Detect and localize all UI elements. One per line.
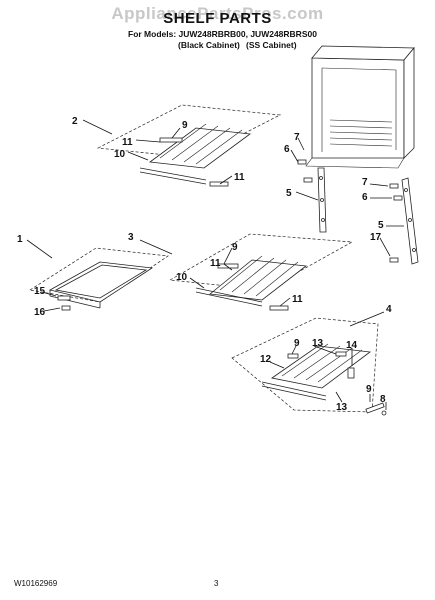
callout-6: 6 bbox=[284, 144, 290, 155]
callout-shelf-4: 4 bbox=[386, 304, 392, 315]
cabinet-ss-label: (SS Cabinet) bbox=[246, 40, 297, 50]
shelf-2-assembly bbox=[96, 104, 282, 187]
bracket-5-right bbox=[389, 177, 419, 265]
callout-9: 9 bbox=[366, 384, 372, 395]
callout-12: 12 bbox=[260, 354, 272, 365]
cabinet-black-label: (Black Cabinet) bbox=[178, 40, 240, 50]
callout-7: 7 bbox=[362, 177, 368, 188]
callout-10: 10 bbox=[114, 149, 126, 160]
callout-labels: 2 11 9 10 11 6 7 5 7 6 5 17 1 15 16 3 9 … bbox=[17, 116, 392, 413]
callout-17: 17 bbox=[370, 232, 382, 243]
hinge-pin-part bbox=[365, 402, 387, 416]
callout-shelf-2: 2 bbox=[72, 116, 78, 127]
models-line: For Models: JUW248RBRB00, JUW248RBRS00 bbox=[128, 29, 317, 39]
callout-11: 11 bbox=[234, 172, 245, 183]
leader-lines bbox=[26, 119, 404, 410]
callout-7: 7 bbox=[294, 132, 300, 143]
callout-9: 9 bbox=[232, 242, 238, 253]
cabinet-drawing bbox=[305, 45, 415, 169]
callout-9: 9 bbox=[182, 120, 188, 131]
shelf-3-assembly bbox=[168, 233, 354, 311]
callout-13: 13 bbox=[336, 402, 348, 413]
page-number: 3 bbox=[214, 579, 219, 588]
callout-9: 9 bbox=[294, 338, 300, 349]
callout-16: 16 bbox=[34, 307, 46, 318]
shelf-4-assembly bbox=[231, 317, 379, 413]
watermark: AppliancePartsPros.com bbox=[111, 4, 324, 23]
callout-15: 15 bbox=[34, 286, 46, 297]
callout-10: 10 bbox=[176, 272, 188, 283]
callout-11: 11 bbox=[122, 137, 133, 148]
callout-14: 14 bbox=[346, 340, 358, 351]
callout-6: 6 bbox=[362, 192, 368, 203]
callout-11: 11 bbox=[292, 294, 303, 305]
callout-shelf-1: 1 bbox=[17, 234, 23, 245]
document-number: W10162969 bbox=[14, 579, 58, 588]
callout-11: 11 bbox=[210, 258, 221, 269]
callout-13: 13 bbox=[312, 338, 324, 349]
callout-5: 5 bbox=[286, 188, 292, 199]
callout-8: 8 bbox=[380, 394, 386, 405]
callout-shelf-3: 3 bbox=[128, 232, 134, 243]
callout-5: 5 bbox=[378, 220, 384, 231]
page-title: SHELF PARTS bbox=[163, 10, 272, 27]
shelf-1-assembly bbox=[29, 247, 169, 311]
bracket-5-left bbox=[297, 159, 327, 233]
